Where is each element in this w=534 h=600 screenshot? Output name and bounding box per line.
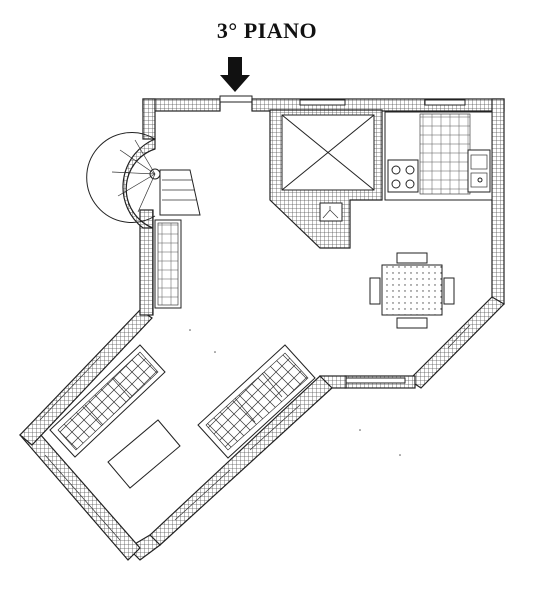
window-top-1	[299, 99, 346, 106]
stove	[387, 159, 419, 193]
window-top-2	[424, 99, 466, 106]
sofa-left	[49, 344, 166, 458]
plan-specks	[189, 329, 401, 456]
wall-left	[139, 209, 154, 316]
floor-title: 3° PIANO	[216, 18, 318, 43]
kitchen-counter	[384, 111, 493, 201]
wall-right	[491, 98, 505, 305]
down-arrow-icon	[220, 57, 250, 92]
wall-right-diagonal	[408, 296, 505, 389]
wall-upper-left	[19, 309, 153, 446]
wall-top-left-vertical	[142, 98, 156, 140]
window-lower-right	[344, 377, 406, 384]
wall-top-right	[251, 98, 505, 112]
coffee-table	[107, 419, 181, 489]
dining-table	[369, 252, 455, 329]
spiral-staircase	[86, 132, 201, 229]
sink	[467, 149, 491, 193]
elevator-shaft	[269, 109, 383, 249]
sofa-right	[197, 344, 316, 459]
entry-door	[219, 95, 253, 103]
